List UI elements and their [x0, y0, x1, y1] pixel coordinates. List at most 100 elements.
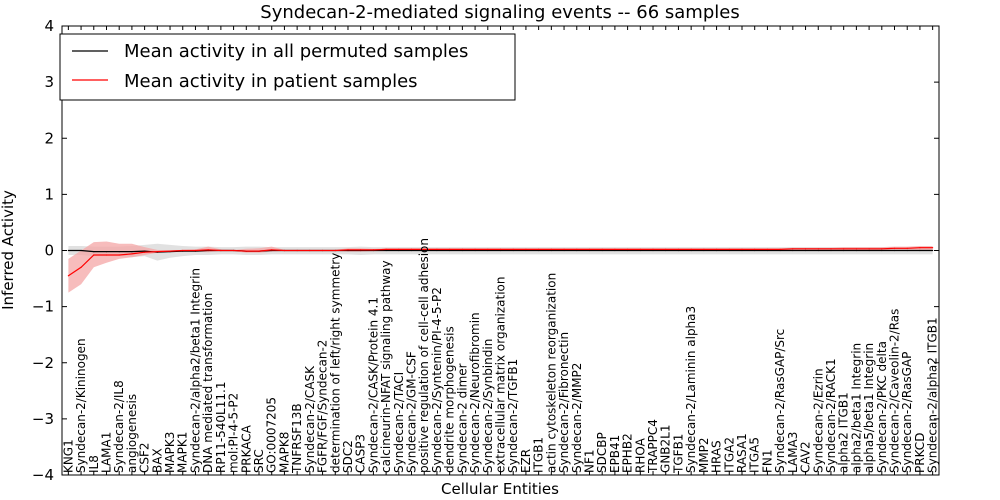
point-series-0-3 — [105, 251, 108, 253]
x-tick-label: NF1 — [583, 450, 597, 474]
point-series-1-0 — [67, 275, 69, 277]
x-tick-label: Syndecan-2/IL8 — [112, 380, 126, 473]
point-series-0-2 — [93, 251, 95, 253]
point-series-1-17 — [283, 249, 285, 252]
x-tick-label: Syndecan-2/MMP2 — [570, 363, 584, 473]
point-series-1-14 — [245, 250, 247, 252]
point-series-1-1 — [80, 266, 82, 268]
x-tick-label: Syndecan-2 dimer — [455, 363, 469, 473]
x-tick-label: CSF2 — [138, 442, 152, 473]
point-series-0-34 — [499, 249, 502, 252]
point-series-0-41 — [588, 249, 591, 252]
x-tick-label: alpha2 ITGB1 — [837, 392, 851, 473]
x-tick-label: CASP3 — [354, 434, 368, 473]
point-series-1-7 — [156, 251, 158, 253]
x-tick-label: dendrite morphogenesis — [443, 326, 457, 473]
point-series-0-39 — [563, 249, 565, 252]
series-lines — [67, 247, 934, 277]
point-series-0-4 — [118, 251, 120, 253]
point-series-0-38 — [550, 249, 552, 252]
point-series-0-50 — [703, 249, 705, 252]
x-tick-label: TRAPPC4 — [646, 419, 660, 474]
legend: Mean activity in all permuted samples Me… — [59, 33, 516, 101]
point-series-1-16 — [271, 249, 273, 251]
point-series-1-64 — [881, 248, 883, 250]
point-series-1-32 — [474, 248, 476, 250]
point-series-1-45 — [639, 248, 641, 250]
point-series-0-37 — [538, 249, 540, 252]
point-series-0-25 — [385, 249, 387, 252]
point-series-1-49 — [690, 248, 692, 250]
point-series-0-57 — [792, 249, 794, 252]
x-tick-label: actin cytoskeleton reorganization — [544, 273, 558, 473]
y-tick-label: 2 — [44, 129, 54, 147]
x-tick-label: MAPK3 — [163, 432, 177, 473]
x-tick-label: Syndecan-2/TGFB1 — [506, 359, 520, 473]
point-series-1-63 — [868, 248, 870, 250]
point-series-1-21 — [334, 249, 336, 252]
x-tick-label: Syndecan-2/TACI — [392, 372, 406, 473]
legend-box — [59, 33, 516, 101]
x-tick-label: ITGB1 — [532, 437, 546, 473]
point-series-1-56 — [779, 248, 781, 250]
point-series-1-11 — [207, 249, 209, 251]
point-series-0-42 — [601, 249, 603, 252]
point-series-1-9 — [182, 249, 184, 252]
point-series-1-15 — [258, 250, 260, 252]
x-tick-label: alpha5/beta1 Integrin — [862, 343, 876, 473]
point-series-1-33 — [487, 248, 489, 250]
point-series-0-43 — [614, 249, 616, 252]
point-series-0-63 — [868, 249, 870, 252]
point-series-1-66 — [906, 247, 908, 249]
point-series-1-19 — [309, 249, 311, 252]
point-series-1-18 — [296, 249, 298, 252]
point-series-1-54 — [754, 248, 756, 250]
legend-label-patient: Mean activity in patient samples — [124, 71, 418, 92]
y-tick-label: −1 — [32, 298, 54, 316]
x-tick-label: BAX — [150, 448, 164, 473]
x-tick-label: IL8 — [87, 455, 101, 473]
y-tick-label: 4 — [44, 17, 54, 35]
point-series-0-60 — [830, 249, 832, 252]
x-tick-label: FGFR/FGF/Syndecan-2 — [316, 340, 330, 473]
point-series-1-6 — [144, 251, 146, 253]
point-series-0-33 — [487, 249, 489, 252]
legend-label-permuted: Mean activity in all permuted samples — [124, 41, 468, 62]
x-tick-label: Syndecan-2/RasGAP/Src — [773, 329, 787, 473]
x-tick-label: Syndecan-2/RACK1 — [824, 358, 838, 473]
point-series-0-52 — [728, 249, 730, 252]
point-series-0-32 — [474, 249, 476, 252]
point-series-0-67 — [919, 249, 921, 252]
x-tick-label: FN1 — [760, 449, 774, 473]
point-series-1-44 — [627, 248, 629, 250]
point-series-1-36 — [525, 248, 527, 250]
x-tick-label: alpha2/beta1 Integrin — [849, 343, 863, 473]
point-series-1-52 — [728, 248, 730, 250]
point-series-1-29 — [436, 248, 438, 250]
point-series-0-29 — [436, 249, 438, 252]
y-tick-label: −3 — [32, 410, 54, 428]
x-tick-label: ITGA5 — [748, 437, 762, 473]
point-series-1-2 — [93, 254, 95, 256]
band-series-0 — [68, 243, 933, 261]
point-series-0-45 — [639, 249, 641, 252]
point-series-1-5 — [131, 253, 133, 255]
x-tick-label: mol:PI-4-5-P2 — [227, 393, 241, 473]
x-axis-label: Cellular Entities — [441, 480, 559, 498]
point-series-1-23 — [360, 249, 362, 251]
y-tick-label: 1 — [44, 185, 54, 203]
y-tick-label: −4 — [32, 466, 54, 484]
point-series-1-58 — [804, 248, 807, 250]
point-series-1-48 — [677, 248, 680, 250]
x-tick-label: Syndecan-2/Fibronectin — [557, 332, 571, 473]
point-series-1-40 — [576, 248, 578, 250]
confidence-bands — [68, 241, 933, 293]
x-tick-label: CAV2 — [799, 441, 813, 473]
point-series-1-37 — [538, 248, 540, 250]
x-tick-label: LAMA3 — [786, 432, 800, 473]
x-tick-label: Syndecan-2/CASK/Protein 4.1 — [366, 297, 380, 473]
point-series-1-25 — [385, 248, 387, 250]
point-series-0-59 — [817, 249, 819, 252]
point-series-0-47 — [665, 249, 667, 252]
point-series-0-31 — [461, 249, 463, 252]
